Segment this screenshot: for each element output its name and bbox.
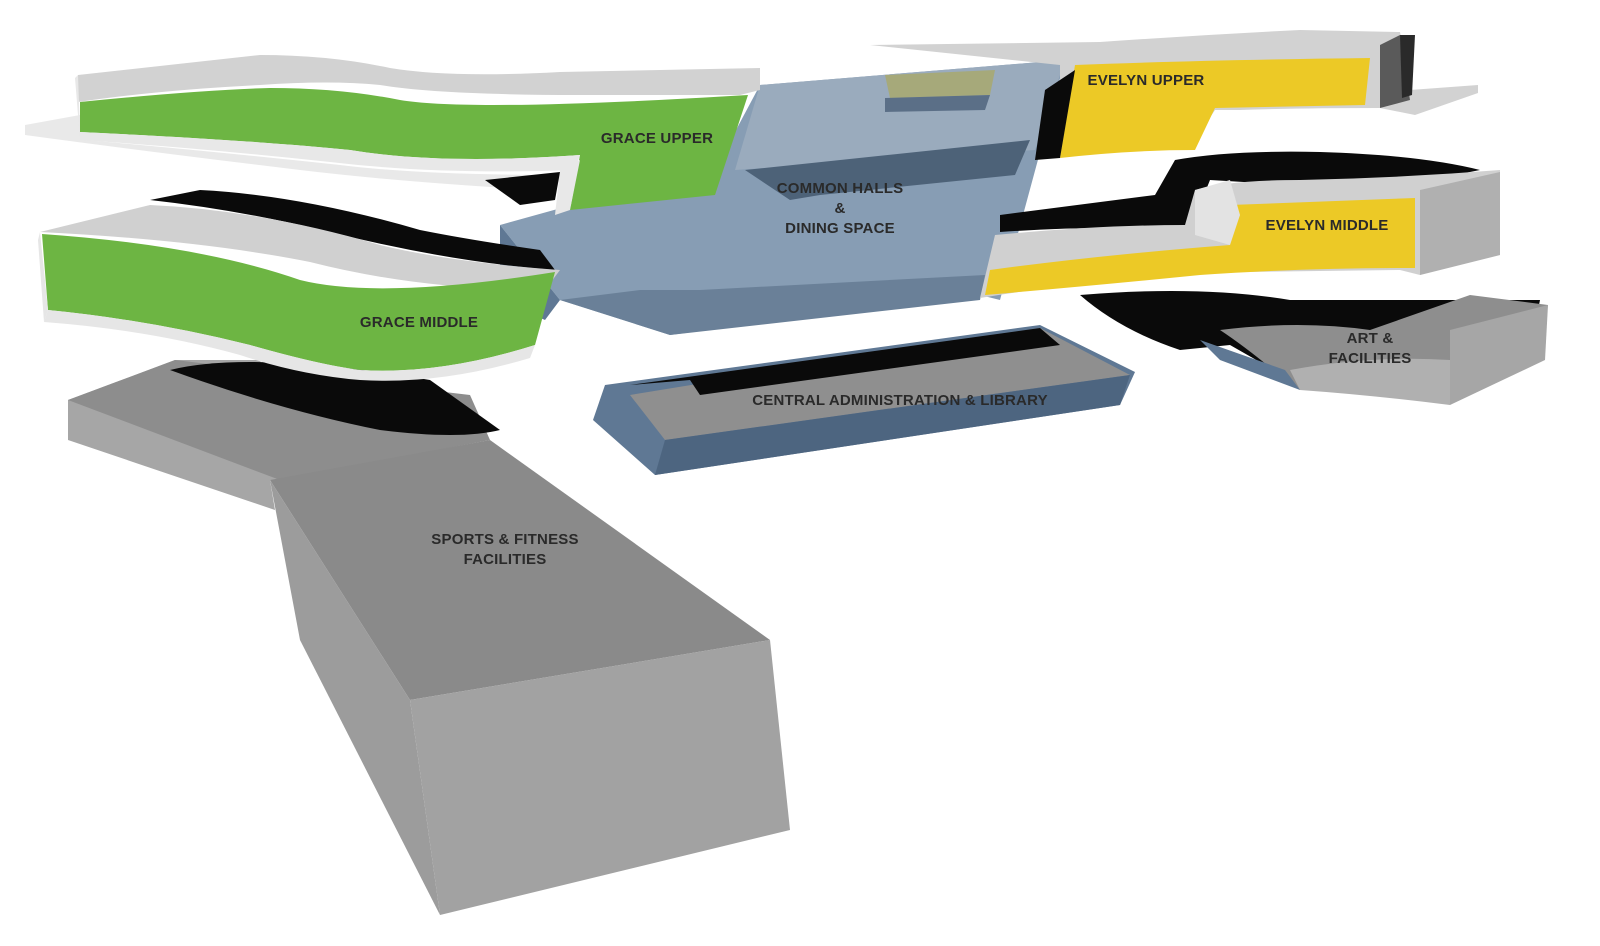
- label-grace-upper: GRACE UPPER: [600, 130, 714, 147]
- label-sports-fitness: SPORTS & FITNESS: [431, 531, 579, 548]
- label-grace-middle: GRACE MIDDLE: [359, 314, 479, 331]
- evelyn-middle-floor: [980, 151, 1500, 298]
- evelyn-upper-floor: [870, 30, 1478, 160]
- label-sports-facilities: FACILITIES: [463, 551, 547, 568]
- label-evelyn-upper: EVELYN UPPER: [1087, 72, 1205, 89]
- label-evelyn-middle: EVELYN MIDDLE: [1265, 217, 1389, 234]
- label-art: ART &: [1346, 330, 1394, 347]
- common-halls-block: [500, 60, 1065, 335]
- label-common-halls-amp: &: [834, 200, 846, 217]
- grace-upper-floor: [25, 55, 760, 215]
- central-admin-block: [593, 325, 1135, 475]
- label-central-admin: CENTRAL ADMINISTRATION & LIBRARY: [752, 392, 1048, 409]
- grace-middle-floor: [38, 190, 560, 381]
- sports-fitness-block: [68, 360, 790, 915]
- art-facilities-block: [1080, 291, 1548, 405]
- label-art-facilities: FACILITIES: [1328, 350, 1412, 367]
- label-dining-space: DINING SPACE: [785, 220, 895, 237]
- label-common-halls: COMMON HALLS: [776, 180, 904, 197]
